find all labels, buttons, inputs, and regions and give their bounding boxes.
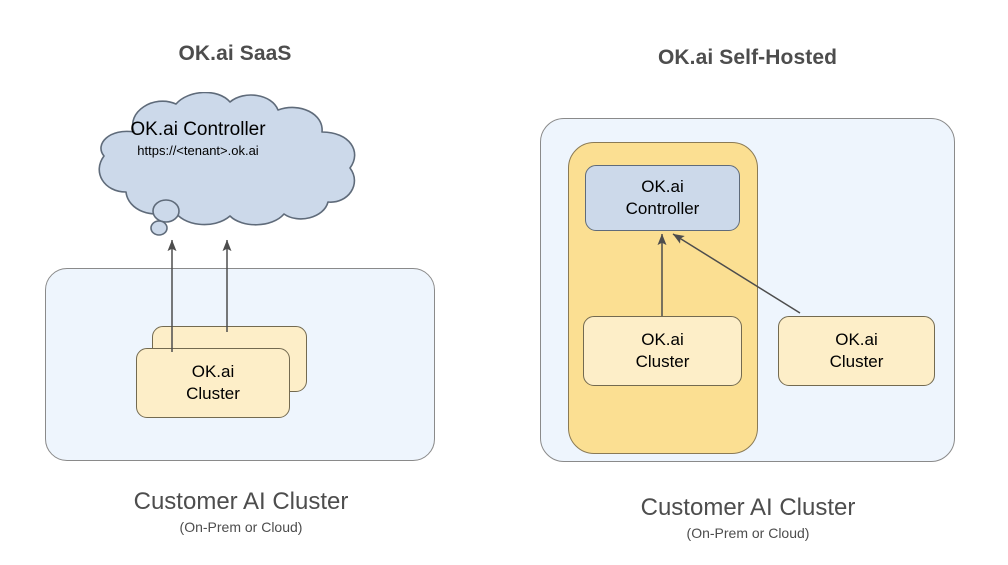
panel-title-self-hosted: OK.ai Self-Hosted <box>657 46 838 69</box>
panel-title-saas: OK.ai SaaS <box>178 42 292 65</box>
cluster-label-line1: OK.ai <box>835 330 878 349</box>
cluster-label-line2: Cluster <box>635 352 690 371</box>
controller-label-line2: Controller <box>625 199 700 218</box>
self-hosted-cluster-box-inner[interactable]: OK.ai Cluster <box>583 316 742 386</box>
self-hosted-cluster-box-outer[interactable]: OK.ai Cluster <box>778 316 935 386</box>
saas-cluster-box-front[interactable]: OK.ai Cluster <box>136 348 290 418</box>
cloud-controller-name: OK.ai Controller <box>130 119 266 140</box>
cluster-label-line2: Cluster <box>829 352 884 371</box>
caption-self-hosted-customer-cluster: Customer AI Cluster (On-Prem or Cloud) <box>540 493 956 543</box>
cluster-label-line2: Cluster <box>186 384 240 403</box>
saas-cloud-shape <box>62 91 367 237</box>
cloud-icon <box>98 91 356 236</box>
cloud-controller-label: OK.ai Controller https://<tenant>.ok.ai <box>88 118 308 160</box>
caption-sub-text: (On-Prem or Cloud) <box>179 519 303 535</box>
cloud-controller-url: https://<tenant>.ok.ai <box>137 143 259 158</box>
cluster-label-line1: OK.ai <box>191 362 235 381</box>
caption-saas-customer-cluster: Customer AI Cluster (On-Prem or Cloud) <box>45 487 437 537</box>
caption-main-text: Customer AI Cluster <box>640 494 856 521</box>
cluster-label-line1: OK.ai <box>641 330 684 349</box>
self-hosted-controller-box[interactable]: OK.ai Controller <box>585 165 740 231</box>
controller-label-line1: OK.ai <box>641 177 684 196</box>
caption-main-text: Customer AI Cluster <box>133 488 349 515</box>
caption-sub-text: (On-Prem or Cloud) <box>686 525 810 541</box>
